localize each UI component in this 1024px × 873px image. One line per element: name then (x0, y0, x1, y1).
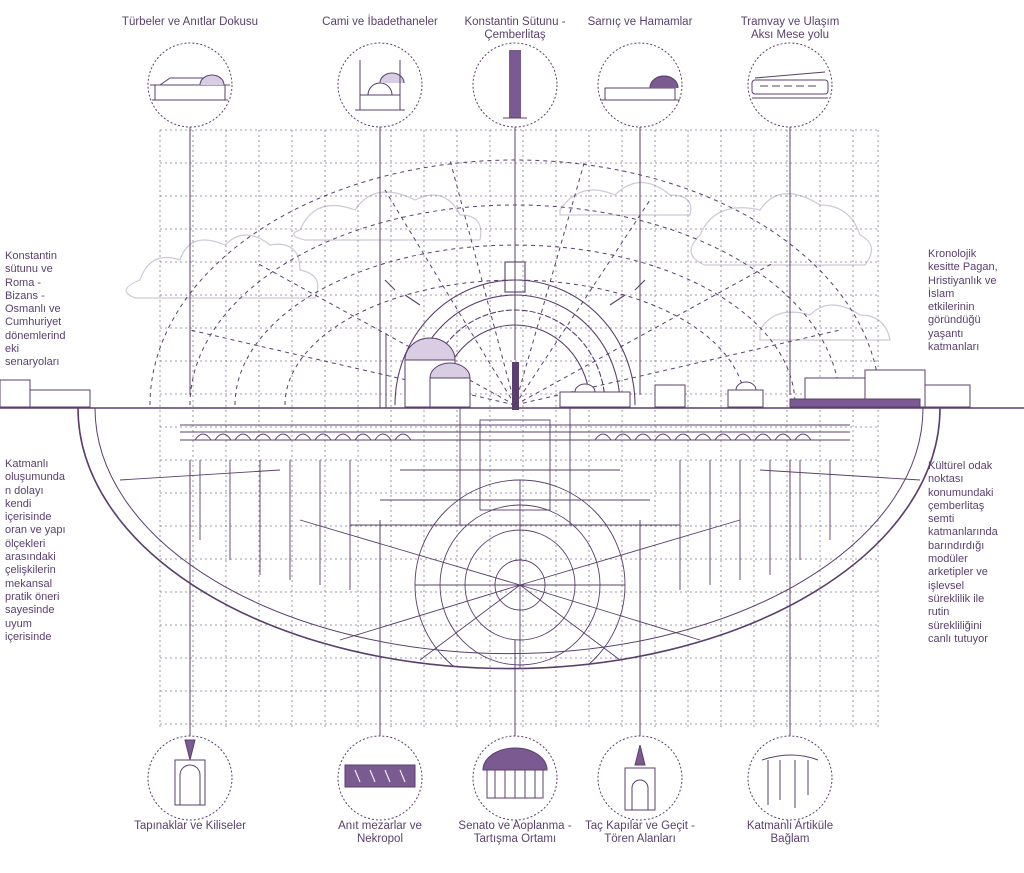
label-necropolis: Anıt mezarlar ve Nekropol (338, 820, 422, 845)
column-in-section (512, 362, 519, 410)
temple-icon (147, 735, 233, 821)
top-icons (147, 42, 833, 128)
cloud-group (125, 182, 891, 341)
gate-icon (597, 735, 683, 821)
top-icon-art (150, 50, 829, 119)
mosque-icon (337, 42, 423, 128)
right-note-cultural-focus: Kültürel odak noktası konumundaki çember… (928, 460, 998, 645)
grid (159, 129, 879, 730)
cistern-icon (597, 42, 683, 128)
label-tram: Tramvay ve Ulaşım Aksı Mese yolu (740, 16, 840, 41)
label-tombs: Türbeler ve Anıtlar Dokusu (121, 16, 259, 28)
layered-context-icon (747, 735, 833, 821)
label-gates: Taç Kapılar ve Geçit - Tören Alanları (585, 820, 695, 845)
right-note-chronology: Kronolojik kesitte Pagan, Hristiyanlık v… (928, 248, 998, 354)
label-mosques: Cami ve İbadethaneler (322, 16, 438, 28)
label-cistern: Sarnıç ve Hamamlar (587, 16, 693, 28)
bottom-icon-art (174, 739, 819, 811)
label-column: Konstantin Sütunu - Çemberlitaş (464, 16, 566, 41)
bottom-icons (147, 735, 833, 821)
left-note-scenarios: Konstantin sütunu ve Roma - Bizans - Osm… (5, 250, 66, 369)
label-senate: Senato ve Aoplanma - Tartışma Ortamı (458, 820, 572, 845)
tram-icon (747, 42, 833, 128)
left-note-harmony: Katmanlı oluşumunda n dolayı kendi içeri… (5, 458, 66, 643)
label-layered: Katmanlı Artiküle Bağlam (746, 820, 834, 845)
label-temples: Tapınaklar ve Kiliseler (134, 820, 246, 832)
leader-lines (189, 127, 791, 737)
skyline (0, 318, 971, 408)
underground-section (77, 407, 941, 670)
dashed-arcs (149, 159, 881, 406)
